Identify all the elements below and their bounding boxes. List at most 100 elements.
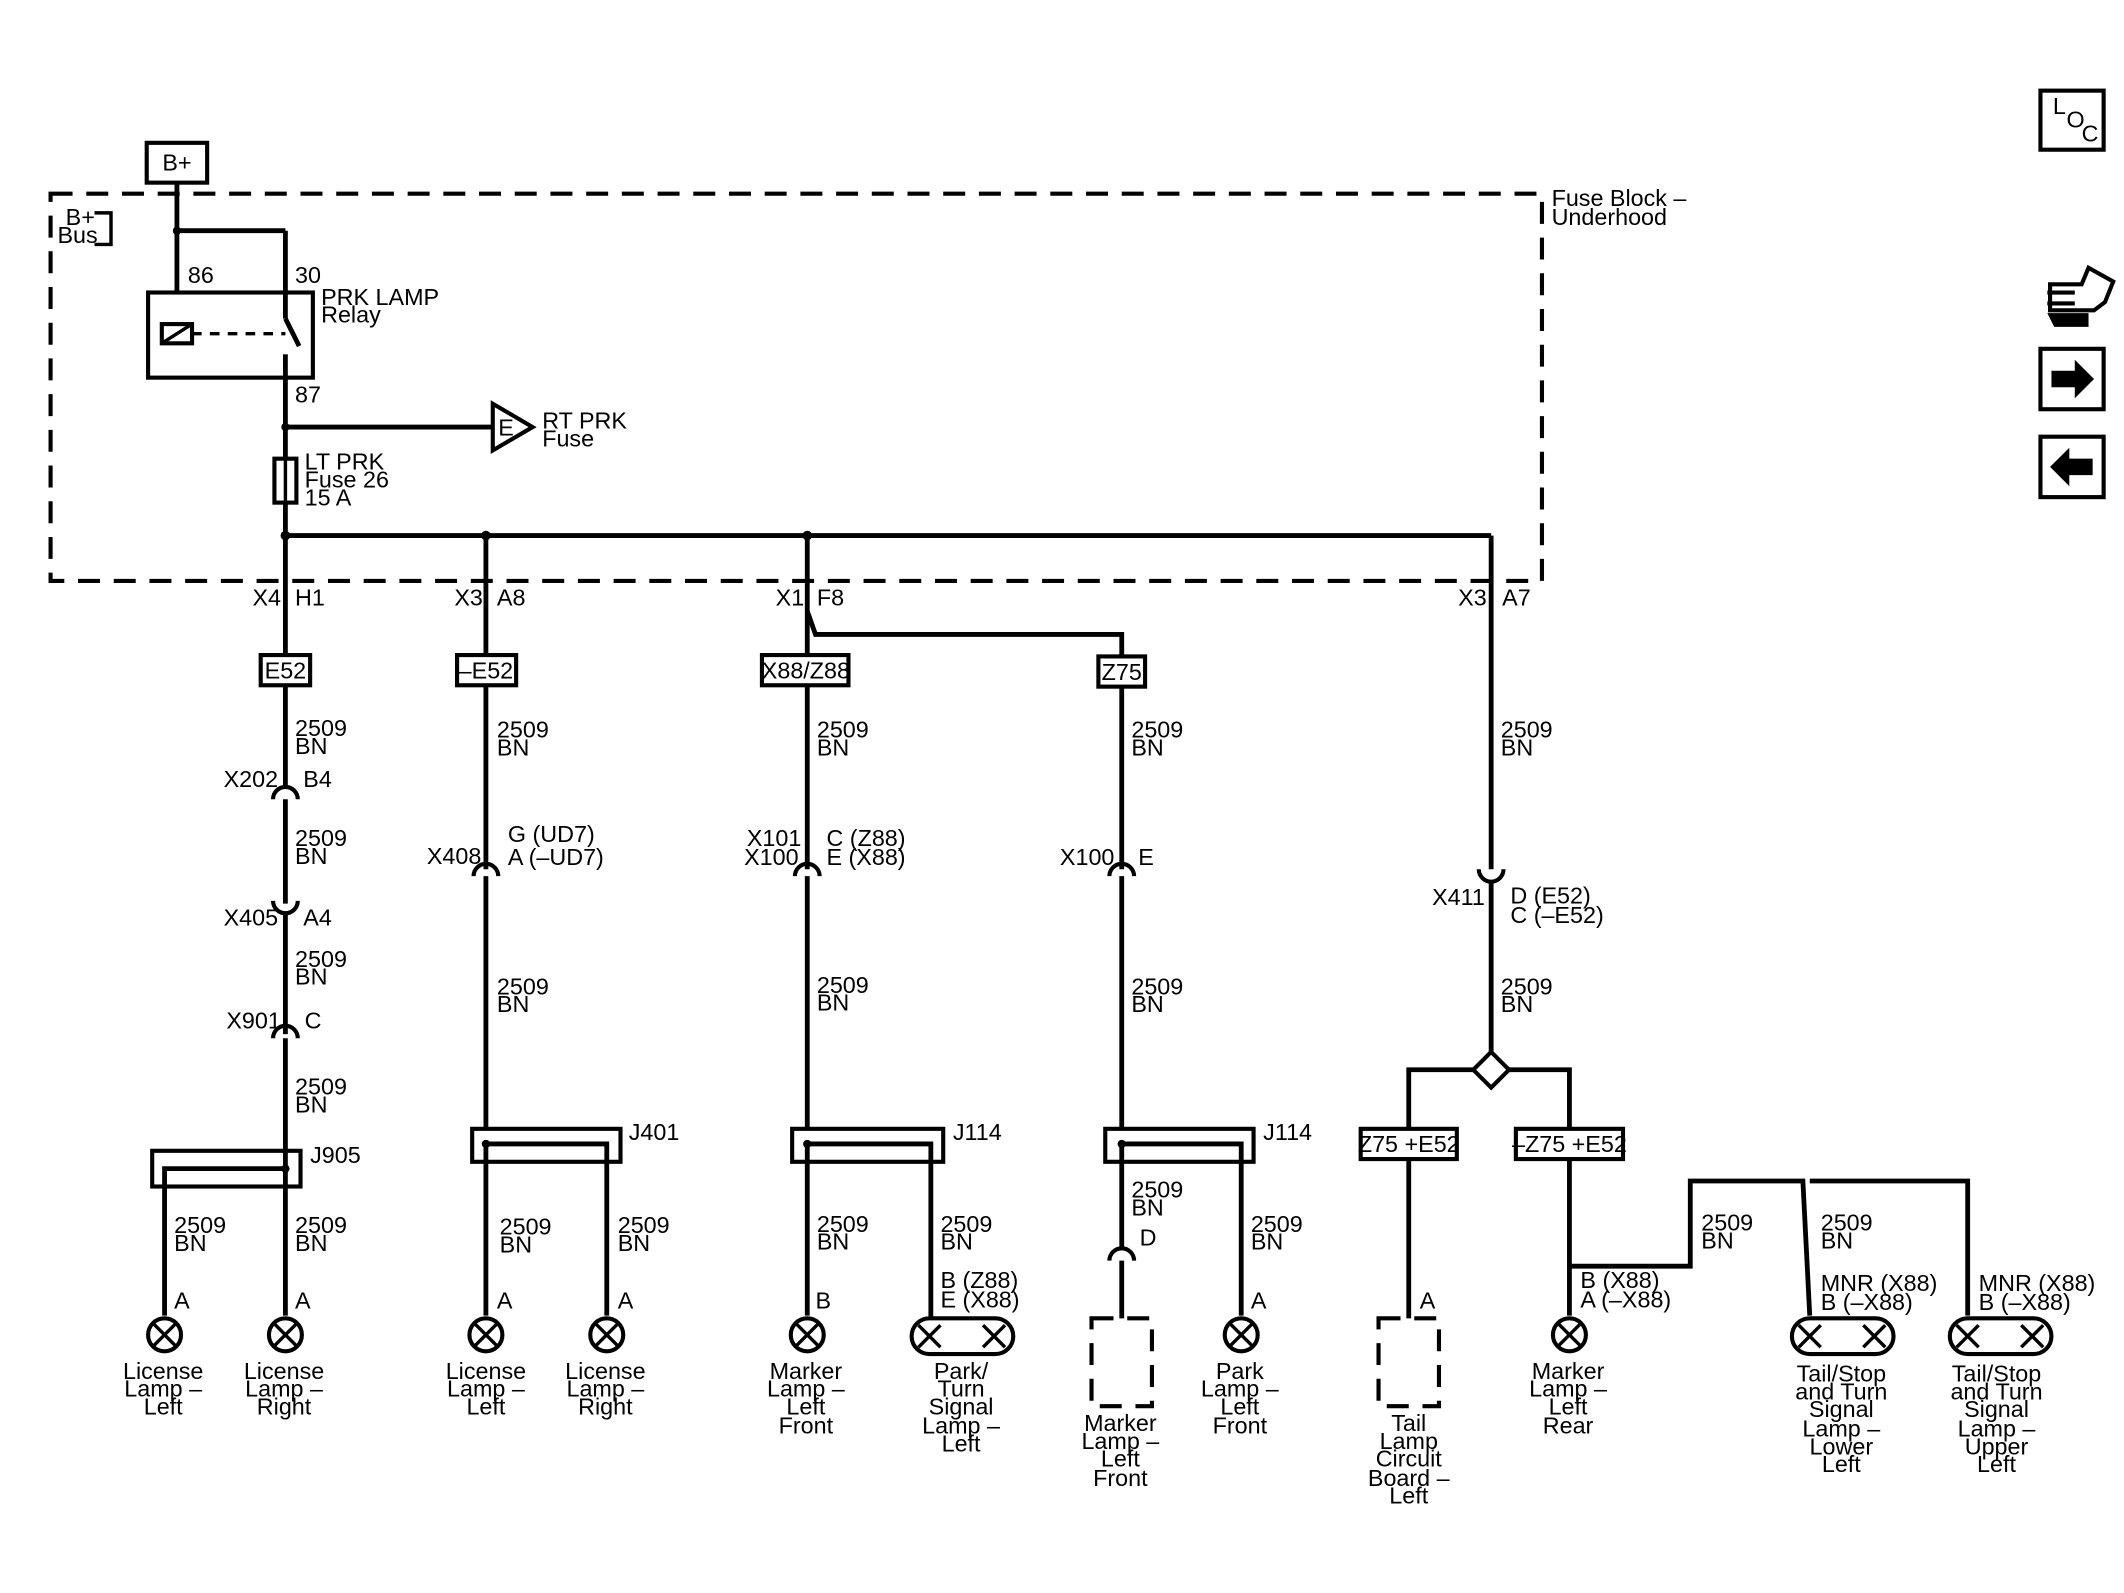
svg-text:B: B bbox=[815, 1288, 831, 1314]
svg-text:2509: 2509 bbox=[1131, 973, 1183, 999]
circuit-rear: 2509 BN X411 D (E52) C (–E52) 2509 BN Z7… bbox=[1358, 535, 2096, 1319]
svg-text:Z75: Z75 bbox=[1102, 659, 1142, 685]
svg-text:87: 87 bbox=[295, 381, 321, 407]
svg-text:X202: X202 bbox=[224, 766, 278, 792]
svg-text:Park/: Park/ bbox=[934, 1358, 989, 1384]
svg-text:Circuit: Circuit bbox=[1376, 1446, 1443, 1472]
svg-text:2509: 2509 bbox=[295, 946, 347, 972]
svg-text:Lamp –: Lamp – bbox=[1802, 1415, 1880, 1441]
svg-text:X100: X100 bbox=[744, 844, 799, 870]
tail-lamp-circuit-board-left: Tail Lamp Circuit Board – Left bbox=[1368, 1316, 1450, 1509]
svg-text:X411: X411 bbox=[1432, 884, 1485, 910]
svg-text:2509: 2509 bbox=[497, 716, 549, 742]
svg-text:License: License bbox=[565, 1358, 645, 1384]
svg-text:H1: H1 bbox=[295, 585, 325, 611]
loc-button[interactable]: L O C bbox=[2038, 88, 2106, 152]
svg-text:E52: E52 bbox=[265, 657, 307, 683]
svg-text:X901: X901 bbox=[226, 1008, 280, 1034]
svg-text:Lamp –: Lamp – bbox=[1201, 1376, 1279, 1402]
tail-stop-turn-lamp-upper-left: Tail/Stop and Turn Signal Lamp – Upper L… bbox=[1947, 1316, 2054, 1477]
svg-text:X3: X3 bbox=[1458, 585, 1487, 611]
svg-text:Lower: Lower bbox=[1810, 1433, 1874, 1459]
bus-label: B+ Bus bbox=[57, 204, 113, 248]
svg-text:Left: Left bbox=[1101, 1446, 1140, 1472]
svg-text:A: A bbox=[295, 1288, 311, 1314]
svg-text:A: A bbox=[174, 1288, 190, 1314]
svg-text:E (X88): E (X88) bbox=[826, 844, 905, 870]
circuit-z75: Z75 2509 BN X100 E 2509 BN J114 2509 BN … bbox=[1060, 654, 1312, 1319]
svg-text:2509: 2509 bbox=[1131, 1176, 1183, 1202]
svg-text:C: C bbox=[2082, 120, 2099, 146]
svg-text:Left: Left bbox=[942, 1431, 981, 1457]
svg-text:X100: X100 bbox=[1060, 844, 1115, 870]
svg-text:BN: BN bbox=[1821, 1227, 1853, 1253]
battery-label: B+ bbox=[162, 149, 191, 175]
svg-text:E (X88): E (X88) bbox=[940, 1286, 1019, 1312]
svg-text:Bus: Bus bbox=[57, 222, 97, 248]
svg-text:–Z75 +E52: –Z75 +E52 bbox=[1512, 1131, 1627, 1157]
svg-text:E: E bbox=[1138, 844, 1154, 870]
svg-text:B4: B4 bbox=[303, 766, 332, 792]
svg-text:A (–UD7): A (–UD7) bbox=[508, 844, 604, 870]
svg-text:BN: BN bbox=[295, 1230, 327, 1256]
svg-text:MNR (X88): MNR (X88) bbox=[1979, 1270, 2096, 1296]
svg-text:Lamp –: Lamp – bbox=[447, 1376, 525, 1402]
svg-text:2509: 2509 bbox=[817, 972, 869, 998]
svg-text:B+: B+ bbox=[66, 204, 95, 230]
svg-text:BN: BN bbox=[940, 1229, 972, 1255]
svg-text:Tail/Stop: Tail/Stop bbox=[1797, 1361, 1886, 1387]
arrow-left-icon[interactable] bbox=[2038, 434, 2106, 500]
svg-text:BN: BN bbox=[817, 734, 849, 760]
svg-text:C: C bbox=[305, 1008, 322, 1034]
battery-source: B+ bbox=[144, 140, 210, 185]
svg-text:J401: J401 bbox=[629, 1119, 680, 1145]
svg-text:Left: Left bbox=[466, 1393, 505, 1419]
svg-text:BN: BN bbox=[817, 990, 849, 1016]
svg-text:J905: J905 bbox=[310, 1142, 361, 1168]
svg-text:RT PRK: RT PRK bbox=[542, 407, 627, 433]
svg-text:X4: X4 bbox=[252, 585, 281, 611]
svg-text:MNR (X88): MNR (X88) bbox=[1821, 1270, 1938, 1296]
svg-text:2509: 2509 bbox=[1701, 1209, 1753, 1235]
svg-text:Park: Park bbox=[1216, 1358, 1264, 1384]
svg-text:2509: 2509 bbox=[500, 1214, 552, 1240]
svg-text:2509: 2509 bbox=[1821, 1209, 1873, 1235]
svg-text:F8: F8 bbox=[817, 585, 844, 611]
fuse-block-label: Fuse Block – bbox=[1552, 185, 1687, 211]
svg-text:Z75 +E52: Z75 +E52 bbox=[1358, 1131, 1460, 1157]
svg-text:A7: A7 bbox=[1502, 585, 1531, 611]
svg-text:2509: 2509 bbox=[940, 1211, 992, 1237]
svg-text:BN: BN bbox=[295, 733, 327, 759]
svg-text:A: A bbox=[1420, 1288, 1436, 1314]
svg-text:BN: BN bbox=[174, 1230, 206, 1256]
svg-text:86: 86 bbox=[188, 262, 214, 288]
svg-text:15 A: 15 A bbox=[305, 484, 352, 510]
svg-text:B (–X88): B (–X88) bbox=[1979, 1289, 2071, 1315]
svg-text:BN: BN bbox=[1131, 734, 1163, 760]
svg-text:C (–E52): C (–E52) bbox=[1510, 902, 1603, 928]
svg-text:License: License bbox=[123, 1358, 203, 1384]
rt-prk-fuse-reference: E RT PRK Fuse bbox=[490, 400, 627, 455]
svg-text:2509: 2509 bbox=[497, 973, 549, 999]
connector-end-view-icon[interactable] bbox=[2047, 264, 2116, 327]
svg-text:BN: BN bbox=[497, 991, 529, 1017]
svg-text:Left: Left bbox=[1389, 1483, 1428, 1509]
svg-text:Fuse: Fuse bbox=[542, 425, 594, 451]
svg-text:Right: Right bbox=[257, 1393, 312, 1419]
svg-text:and Turn: and Turn bbox=[1950, 1378, 2042, 1404]
svg-text:2509: 2509 bbox=[295, 1074, 347, 1100]
svg-text:BN: BN bbox=[295, 843, 327, 869]
svg-text:Signal: Signal bbox=[929, 1393, 994, 1419]
svg-text:G (UD7): G (UD7) bbox=[508, 821, 595, 847]
svg-text:J114: J114 bbox=[1263, 1119, 1312, 1145]
arrow-right-icon[interactable] bbox=[2038, 346, 2106, 412]
svg-text:A4: A4 bbox=[303, 905, 332, 931]
svg-text:O: O bbox=[2067, 107, 2085, 133]
svg-text:Lamp –: Lamp – bbox=[1081, 1428, 1159, 1454]
svg-text:BN: BN bbox=[1131, 1194, 1163, 1220]
svg-text:BN: BN bbox=[497, 734, 529, 760]
svg-text:BN: BN bbox=[618, 1230, 650, 1256]
license-lamp-left-2: License Lamp – Left bbox=[446, 1316, 526, 1419]
svg-text:BN: BN bbox=[1701, 1227, 1733, 1253]
svg-text:BN: BN bbox=[500, 1231, 532, 1257]
